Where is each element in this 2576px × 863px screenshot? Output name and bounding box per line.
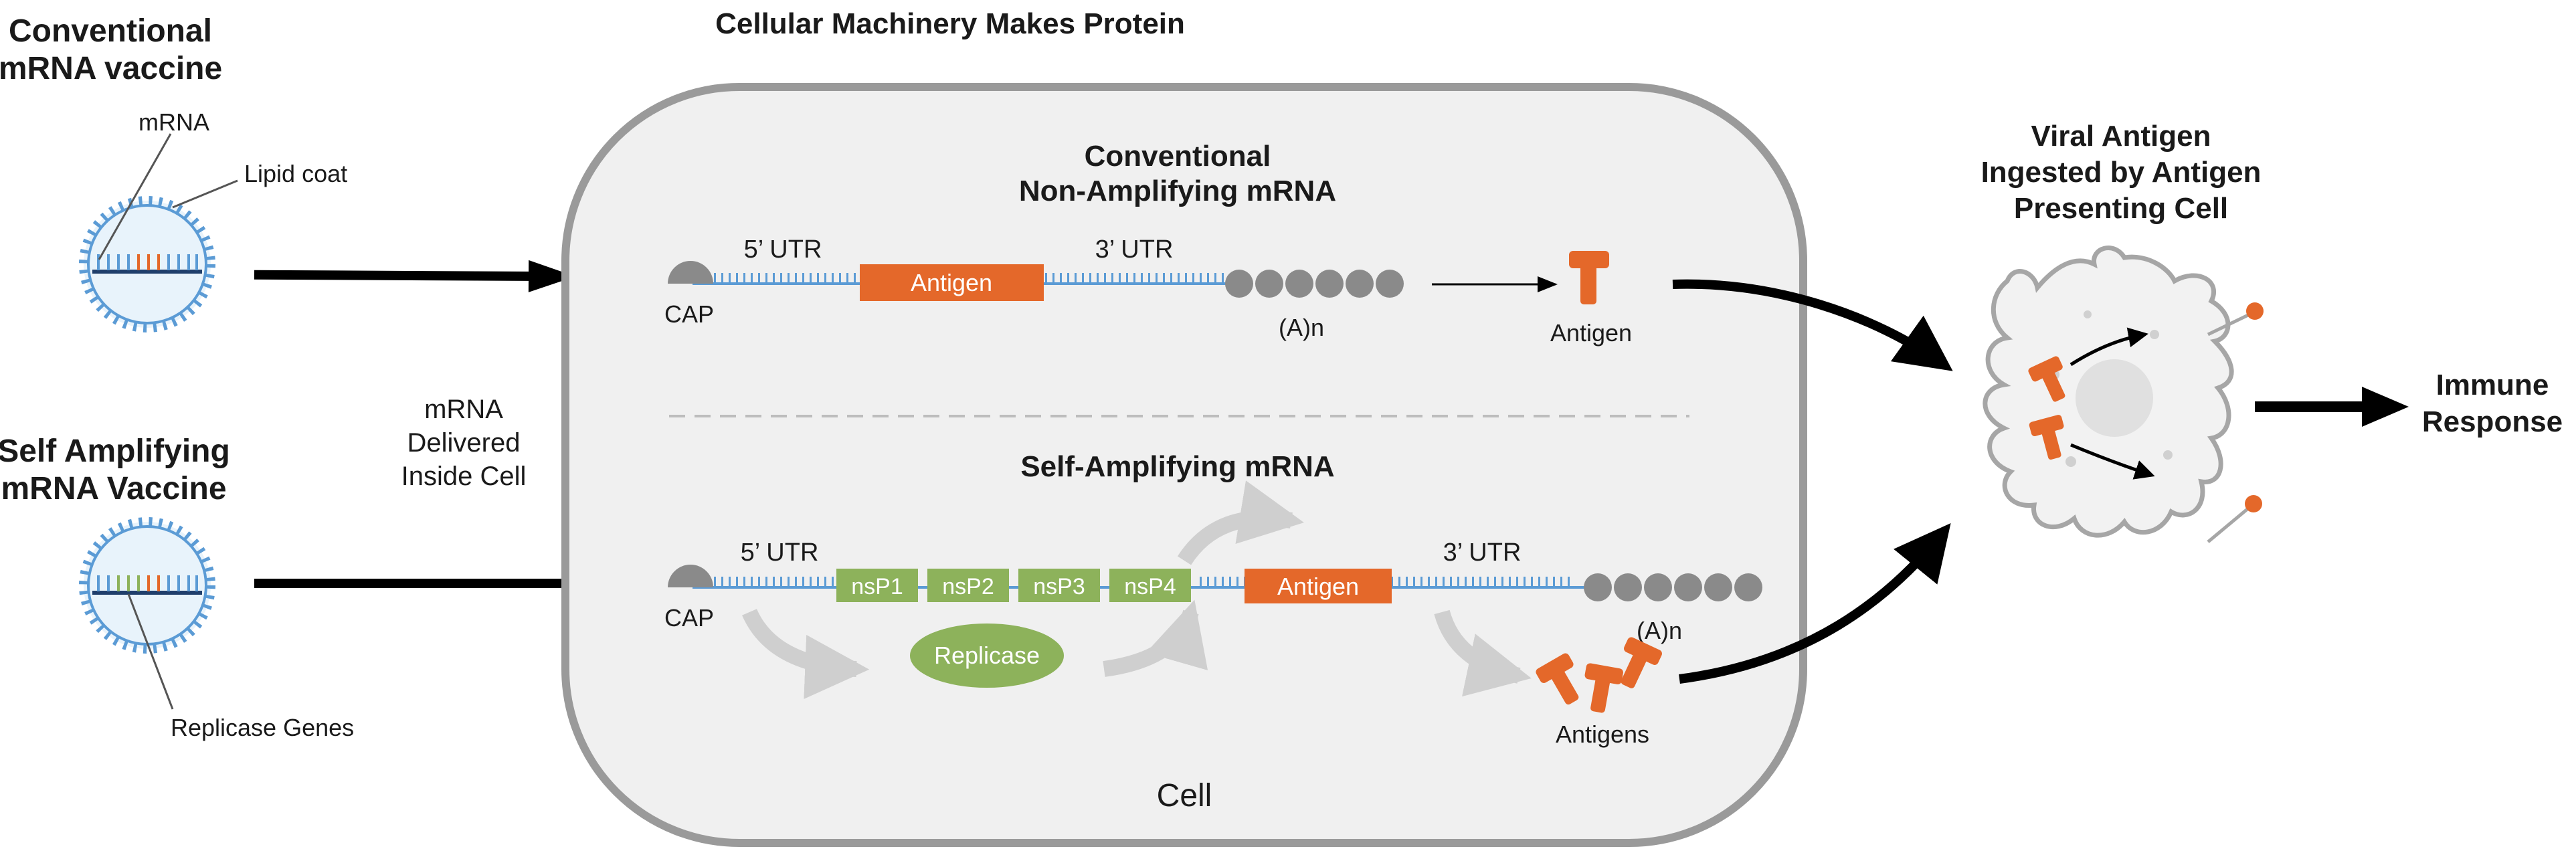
presented-antigen-top [2246, 302, 2264, 320]
self-polya-label: (A)n [1637, 617, 1682, 644]
replicase-genes-leader-line [127, 593, 174, 710]
conventional-utr5-ticks [693, 273, 860, 282]
replicase-ellipse [910, 624, 1064, 688]
apc-nucleus [2076, 359, 2153, 437]
translation-arrow-to-replicase [742, 608, 870, 699]
antigens-label: Antigens [1556, 721, 1649, 748]
mrna-strand-conventional [97, 254, 198, 270]
immune-response-line2: Response [2422, 405, 2563, 438]
conventional-construct-title-line2: Non-Amplifying mRNA [1019, 175, 1336, 207]
conventional-utr3-ticks [1044, 273, 1224, 282]
nsp1-label: nsP1 [851, 574, 903, 599]
conventional-cap [668, 261, 713, 284]
conventional-construct-title-line1: Conventional [1085, 140, 1271, 173]
conventional-vaccine-title-line1: Conventional [9, 13, 212, 49]
nsp3-label: nsP3 [1033, 574, 1085, 599]
delivery-text-line3: Inside Cell [401, 462, 527, 491]
diagram-title: Cellular Machinery Makes Protein [715, 7, 1185, 40]
replicase-genes-label: Replicase Genes [171, 714, 354, 741]
conventional-cap-label: CAP [664, 300, 714, 328]
self-antigen-label: Antigen [1277, 573, 1359, 600]
mrna-leader-line [98, 133, 172, 260]
lipid-coat-leader-line [172, 179, 238, 209]
immune-response-line1: Immune [2436, 369, 2549, 401]
replicase-to-amplification-arrow [1103, 599, 1208, 677]
self-cap-label: CAP [664, 604, 714, 632]
nsp-segments: nsP1 nsP2 nsP3 nsP4 [836, 569, 1191, 602]
replicase-label: Replicase [934, 642, 1040, 669]
apc-processing-arrow-down [2070, 443, 2155, 480]
antigens-to-apc-arrow-bottom [1679, 522, 1951, 684]
self-antigen-segment [1245, 569, 1392, 603]
self-amplifying-vaccine-title-line1: Self Amplifying [0, 434, 230, 469]
self-amplifying-vaccine-title-line2: mRNA Vaccine [1, 471, 226, 506]
nsp2-label: nsP2 [942, 574, 994, 599]
immune-response-arrow [2255, 387, 2409, 427]
self-polya-tail [1584, 573, 1762, 601]
mrna-strand-self-amplifying [97, 575, 198, 591]
conventional-utr3-label: 3’ UTR [1095, 235, 1174, 264]
conventional-utr5-label: 5’ UTR [744, 235, 822, 264]
amplification-to-antigen-arrow [1177, 480, 1304, 565]
delivery-text-line2: Delivered [407, 428, 521, 458]
lipid-nanoparticle-conventional [79, 196, 215, 332]
ingested-antigen-icon-2 [2029, 415, 2064, 460]
ingested-antigen-icon-1 [2028, 356, 2065, 402]
antigen-presenting-cell [1983, 246, 2264, 543]
nsp4-segment [1109, 569, 1191, 602]
nsp4-label: nsP4 [1124, 574, 1176, 599]
self-amplifying-construct-title: Self-Amplifying mRNA [1020, 450, 1334, 483]
conventional-vaccine-title-line2: mRNA vaccine [0, 51, 222, 86]
self-utr5-label: 5’ UTR [741, 539, 819, 567]
apc-caption-line3: Presenting Cell [2014, 192, 2228, 225]
self-utr5-ticks [693, 577, 836, 586]
apc-caption-line2: Ingested by Antigen [1981, 156, 2262, 189]
cell-label: Cell [1157, 778, 1212, 813]
nsp1-segment [836, 569, 918, 602]
conventional-polya-label: (A)n [1279, 314, 1324, 341]
lipid-coat-label: Lipid coat [244, 160, 347, 187]
antigens-cluster-icon [1536, 637, 1662, 713]
self-utr3-label: 3’ UTR [1443, 539, 1522, 567]
delivery-arrow-self-amplifying [254, 567, 646, 599]
delivery-text-line1: mRNA [424, 395, 503, 424]
self-amplifying-mrna-construct: Self-Amplifying mRNA CAP 5’ UTR nsP1 nsP… [664, 450, 1762, 748]
mrna-label: mRNA [139, 108, 209, 136]
translation-arrow-to-antigens [1434, 609, 1532, 697]
conventional-mrna-construct: Conventional Non-Amplifying mRNA CAP 5’ … [664, 140, 1632, 347]
conventional-antigen-label: Antigen [911, 269, 992, 296]
presented-antigen-bottom [2245, 495, 2262, 512]
antigen-icon [1569, 251, 1609, 304]
self-amplifying-vaccine-group: Self Amplifying mRNA Vaccine Replicase G… [0, 434, 354, 741]
conventional-polya-tail [1225, 270, 1404, 298]
conventional-antigen-segment [860, 264, 1044, 301]
apc-caption-line1: Viral Antigen [2031, 120, 2211, 153]
nsp3-segment [1018, 569, 1100, 602]
conventional-antigen-product-label: Antigen [1550, 319, 1632, 347]
apc-processing-arrow-up [2069, 327, 2148, 367]
self-utr3-ticks [1392, 577, 1572, 586]
conventional-vaccine-group: Conventional mRNA vaccine mRNA Li [0, 13, 347, 332]
nsp2-segment [927, 569, 1009, 602]
self-spacer-ticks [1198, 577, 1245, 586]
self-cap [668, 565, 713, 587]
lipid-nanoparticle-self-amplifying [79, 517, 215, 654]
delivery-arrow-conventional [254, 260, 575, 292]
antigen-to-apc-arrow-top [1672, 279, 1953, 371]
